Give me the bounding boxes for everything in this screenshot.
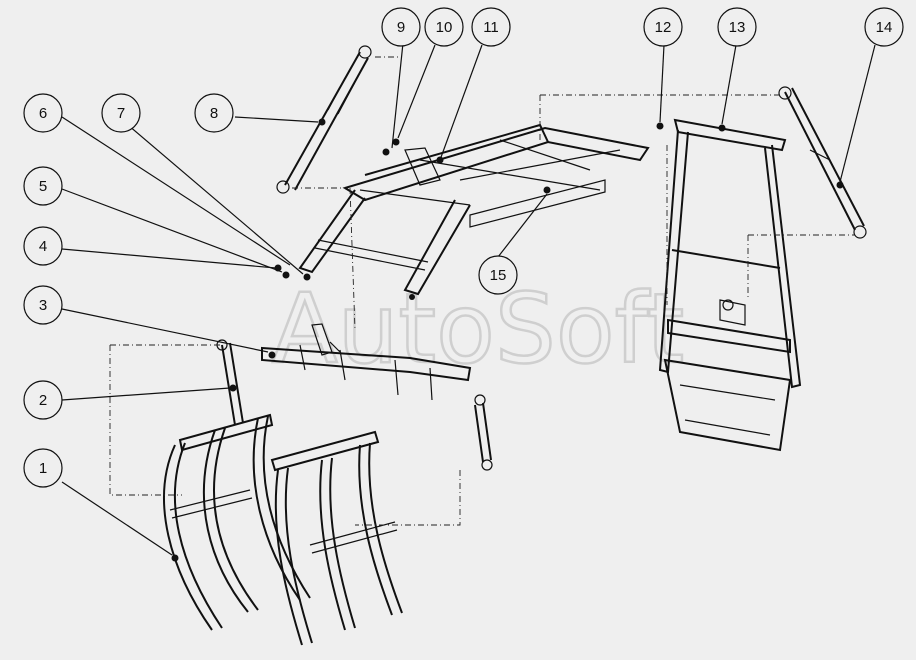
leader-lines [61, 42, 876, 556]
svg-text:5: 5 [39, 178, 47, 195]
callout-15: 15 [478, 255, 518, 295]
callout-9: 9 [381, 7, 421, 47]
svg-text:13: 13 [729, 19, 746, 36]
callout-10: 10 [424, 7, 464, 47]
grab-fork-right [270, 430, 403, 646]
svg-text:4: 4 [39, 238, 47, 255]
callout-6: 6 [23, 93, 63, 133]
callout-12: 12 [643, 7, 683, 47]
callout-13: 13 [717, 7, 757, 47]
svg-text:15: 15 [490, 267, 507, 284]
callout-4: 4 [23, 226, 63, 266]
callout-7: 7 [101, 93, 141, 133]
hydraulic-cylinder-small [474, 394, 493, 471]
svg-text:1: 1 [39, 460, 47, 477]
svg-text:6: 6 [39, 105, 47, 122]
assembly-lines [109, 56, 855, 526]
svg-text:10: 10 [436, 19, 453, 36]
hydraulic-cylinder-right [778, 86, 867, 239]
callout-3: 3 [23, 285, 63, 325]
svg-text:2: 2 [39, 392, 47, 409]
callout-11: 11 [471, 7, 511, 47]
watermark-text: AutoSoft [272, 273, 684, 385]
svg-text:7: 7 [117, 105, 125, 122]
hydraulic-cylinder-upper [276, 45, 372, 194]
svg-text:11: 11 [483, 19, 499, 36]
svg-text:8: 8 [210, 105, 218, 122]
svg-text:9: 9 [397, 19, 405, 36]
callout-14: 14 [864, 7, 904, 47]
hardware-parts [268, 122, 726, 359]
right-frame [658, 118, 802, 452]
hydraulic-cylinder-lower [216, 339, 244, 426]
grab-fork-left [163, 413, 311, 631]
mounting-bracket [261, 323, 472, 401]
callout-2: 2 [23, 380, 63, 420]
callout-1: 1 [23, 448, 63, 488]
callout-5: 5 [23, 166, 63, 206]
callout-8: 8 [194, 93, 234, 133]
svg-text:3: 3 [39, 297, 47, 314]
svg-text:12: 12 [655, 19, 672, 36]
svg-text:14: 14 [876, 19, 893, 36]
upper-boom-frame [298, 123, 650, 296]
